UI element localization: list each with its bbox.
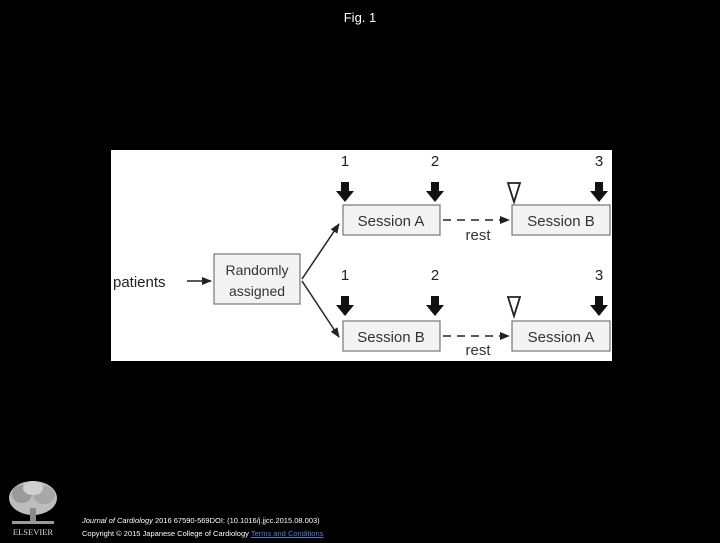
svg-text:ELSEVIER: ELSEVIER xyxy=(13,527,53,537)
bottom-label-3: 3 xyxy=(595,267,603,284)
top-label-2: 2 xyxy=(431,153,439,170)
rest-triangle-icon xyxy=(506,296,522,319)
bottom-rest-label: rest xyxy=(465,342,491,359)
bottom-label-1: 1 xyxy=(341,267,349,284)
citation-footer: Journal of Cardiology 2016 67590-569DOI:… xyxy=(82,514,323,540)
bottom-session-a-label: Session A xyxy=(528,329,595,346)
measurement-arrow-icon xyxy=(426,296,444,316)
citation-text: 2016 67590-569DOI: (10.1016/j.jjcc.2015.… xyxy=(152,516,320,525)
randomly-assigned-box xyxy=(213,253,301,305)
study-design-diagram: patients Randomly assigned 1 2 3 Session… xyxy=(113,153,611,359)
bottom-session-b-label: Session B xyxy=(357,329,425,346)
assigned-label: assigned xyxy=(229,283,285,299)
elsevier-logo: ELSEVIER xyxy=(4,478,62,538)
top-label-3: 3 xyxy=(595,153,603,170)
measurement-arrow-icon xyxy=(336,182,354,202)
top-session-b-box xyxy=(511,204,611,236)
citation-line: Journal of Cardiology 2016 67590-569DOI:… xyxy=(82,514,323,527)
copyright-line: Copyright © 2015 Japanese College of Car… xyxy=(82,527,323,540)
top-session-b-label: Session B xyxy=(527,213,595,230)
top-session-a-box xyxy=(342,204,441,236)
top-rest-label: rest xyxy=(465,227,491,244)
bottom-label-2: 2 xyxy=(431,267,439,284)
bottom-session-a-box xyxy=(511,320,611,352)
top-label-1: 1 xyxy=(341,153,349,170)
measurement-arrow-icon xyxy=(590,296,608,316)
measurement-arrow-icon xyxy=(426,182,444,202)
journal-name: Journal of Cardiology xyxy=(82,516,153,525)
slide-title: Fig. 1 xyxy=(343,10,377,25)
study-design-figure: patients Randomly assigned 1 2 3 Session… xyxy=(111,150,612,361)
elsevier-tree-icon: ELSEVIER xyxy=(4,478,62,538)
branch-arrow-top xyxy=(301,223,340,280)
randomly-label: Randomly xyxy=(225,262,288,278)
bottom-session-b-box xyxy=(342,320,441,352)
terms-link[interactable]: Terms and Conditions xyxy=(250,529,324,538)
rest-triangle-icon xyxy=(506,182,522,205)
patients-label: patients xyxy=(113,274,166,291)
measurement-arrow-icon xyxy=(590,182,608,202)
measurement-arrow-icon xyxy=(336,296,354,316)
branch-arrow-bottom xyxy=(301,280,340,338)
copyright-text: Copyright © 2015 Japanese College of Car… xyxy=(82,529,249,538)
top-session-a-label: Session A xyxy=(358,213,425,230)
